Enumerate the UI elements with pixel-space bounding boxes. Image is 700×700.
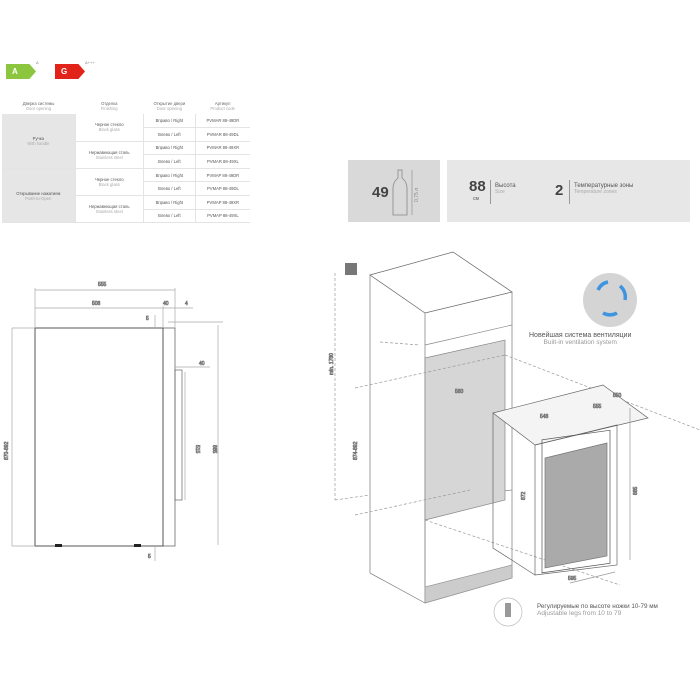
door-side-cell: Влево / Left — [142, 154, 196, 169]
energy-class-a-sup: A — [36, 60, 39, 65]
product-code-cell: PVMAP 88-49XL — [194, 209, 250, 224]
bottle-icon: 0,75 л — [392, 169, 420, 216]
dim-niche-depth: 550 — [613, 393, 622, 399]
height-unit: см — [473, 196, 479, 202]
energy-class-g: G — [55, 64, 85, 79]
dim-gap: 4 — [185, 301, 188, 307]
door-side-cell: Влево / Left — [142, 127, 196, 142]
product-code-cell: PVMAR 88-49DL — [194, 127, 250, 142]
product-code-cell: PVMAR 88-49XL — [194, 154, 250, 169]
dim-niche-width: 560 — [455, 389, 464, 395]
door-side-cell: Вправо / Right — [142, 114, 196, 129]
dim-unit-width: 595 — [568, 576, 577, 582]
dim-top: 5 — [146, 316, 149, 322]
dim-width-body: 508 — [92, 301, 101, 307]
dim-niche-height: 874-892 — [353, 441, 359, 460]
cabinet-icon — [345, 263, 357, 275]
bottle-count: 49 — [372, 184, 389, 201]
dim-unit-depth: 555 — [593, 404, 602, 410]
dim-foot: 5 — [148, 554, 151, 560]
dim-handle-offset: 40 — [199, 361, 205, 367]
dim-niche: 870-892 — [4, 441, 10, 460]
bottle-size: 0,75 л — [414, 188, 420, 202]
door-side-cell: Влево / Left — [142, 181, 196, 197]
dim-unit-height2: 885 — [633, 486, 639, 495]
dim-height: 885 — [211, 445, 217, 454]
dim-unit-height: 872 — [521, 491, 527, 500]
door-side-cell: Вправо / Right — [142, 195, 196, 210]
side-view-drawing: 555 508 40 4 5 40 515 885 870-892 5 — [4, 282, 223, 561]
product-code-cell: PVMAR 88-49DR — [194, 114, 250, 129]
product-code-cell: PVMAR 88-49XR — [194, 141, 250, 156]
door-side-cell: Влево / Left — [142, 209, 196, 224]
dim-width-total: 555 — [98, 282, 107, 288]
ventilation-icon — [583, 273, 637, 327]
installation-drawing: min. 1780 874-892 560 548 555 550 872 88… — [329, 251, 700, 627]
dim-min-height: min. 1780 — [329, 353, 335, 375]
dim-door: 40 — [163, 301, 169, 307]
dim-handle-length: 515 — [194, 445, 200, 454]
dim-unit-width2: 548 — [540, 414, 549, 420]
height-value: 88 — [469, 178, 486, 195]
legs-icon — [493, 597, 523, 627]
energy-class-g-sup: A+++ — [85, 60, 95, 65]
product-code-cell: PVMAP 88-49DL — [194, 181, 250, 197]
zones-value: 2 — [555, 182, 564, 199]
product-code-cell: PVMAP 88-49XR — [194, 195, 250, 210]
door-side-cell: Вправо / Right — [142, 141, 196, 156]
door-side-cell: Вправо / Right — [142, 168, 196, 183]
bottle-capacity-box: 49 0,75 л — [348, 160, 440, 222]
product-code-cell: PVMAP 88-49DR — [194, 168, 250, 183]
energy-class-a: A — [6, 64, 36, 79]
